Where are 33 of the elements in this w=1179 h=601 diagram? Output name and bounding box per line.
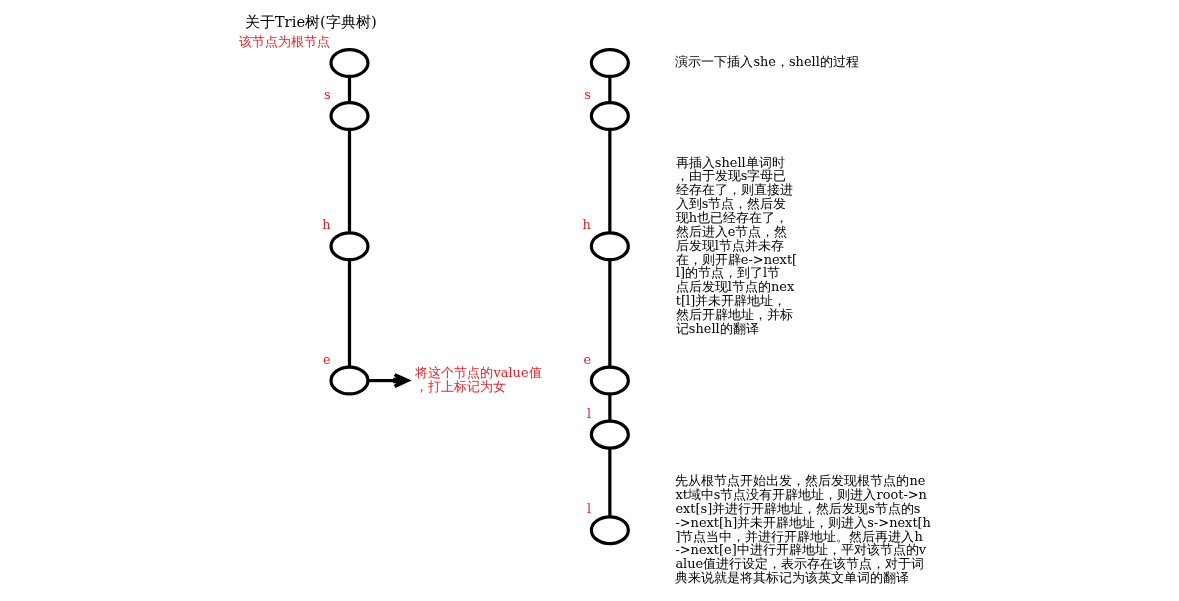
arrow bbox=[367, 373, 409, 389]
connector bbox=[607, 448, 611, 517]
node-label: 该节点为根节点 bbox=[238, 34, 330, 50]
label: 先从根节点开始出发，然后发现根节点的next域中s节点没有开辟地址，则进入root->next[s]并进行开辟地址，然后发现s节点的s->next[h]并未开辟地址，则进入s->next[h]节点当中，并进行开辟地址。然后再进入h->next[e]中进行开辟地址，平对该节点的value值进行设定，表示存在该节点，对于词典来说就是将其标记为该英文单词的翻译 bbox=[674, 473, 931, 586]
node-label: e bbox=[582, 351, 591, 367]
node-circle bbox=[589, 419, 630, 450]
node-label: e bbox=[322, 351, 331, 367]
node-text: 将这个节点的value值，打上标记为女 bbox=[415, 365, 542, 394]
node-label: s bbox=[323, 87, 331, 103]
node-label: s bbox=[583, 87, 591, 103]
connector bbox=[607, 394, 611, 422]
node-circle bbox=[589, 231, 630, 262]
node-circle bbox=[328, 101, 370, 132]
node-circle bbox=[328, 48, 370, 78]
label: 演示一下插入she，shell的过程 bbox=[674, 54, 859, 70]
node-label: h bbox=[321, 217, 331, 233]
node-circle bbox=[328, 365, 370, 396]
node-circle bbox=[589, 515, 630, 546]
node-label: h bbox=[582, 217, 591, 233]
node-circle bbox=[589, 48, 630, 78]
connector bbox=[607, 76, 611, 103]
label: 再插入shell单词时，由于发现s字母已经存在了，则直接进入到s节点，然后发现h也已经存在了，然后进入e节点，然后发现l节点并未存在，则开辟e->next[l]的节点，到了l节点后发现l节点的next[l]并未开辟地址，然后开辟地址，并标记shell的翻译 bbox=[675, 154, 797, 336]
diagram-title: 关于Trie树(字典树) bbox=[244, 13, 377, 31]
connector bbox=[607, 259, 611, 368]
connector bbox=[347, 129, 351, 233]
connector bbox=[347, 76, 351, 103]
node-circle bbox=[328, 231, 370, 262]
node-label: l bbox=[586, 405, 591, 421]
node-circle bbox=[589, 101, 630, 132]
node-circle bbox=[589, 365, 630, 396]
connector bbox=[607, 129, 611, 233]
connector bbox=[347, 259, 351, 368]
node-label: l bbox=[586, 501, 591, 517]
